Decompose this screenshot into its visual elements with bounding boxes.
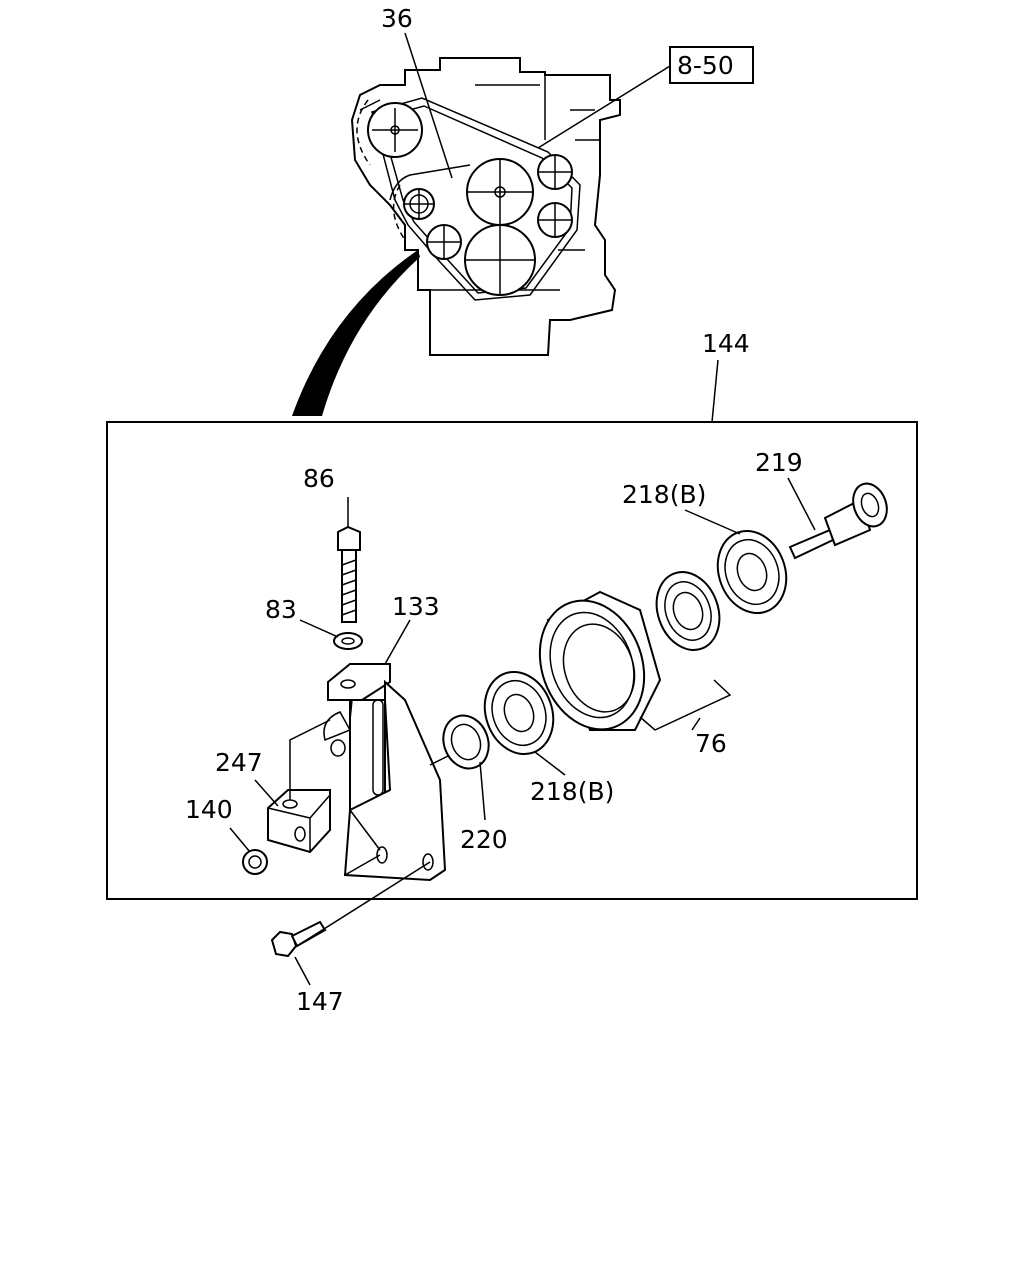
callout-bearing-upper: 218(B) — [622, 480, 706, 509]
ref-box — [669, 46, 754, 84]
pulley-4 — [466, 158, 534, 226]
bracket — [323, 663, 447, 882]
spacer-block — [267, 789, 331, 854]
callout-shaft: 219 — [755, 448, 803, 477]
callout-bolt-short: 147 — [296, 987, 344, 1016]
shaft — [788, 482, 888, 560]
pulley-6 — [537, 154, 573, 190]
callout-belt: 36 — [381, 4, 413, 33]
engine-overview — [350, 57, 621, 356]
flange-nut — [242, 849, 268, 875]
callout-assembly: 144 — [702, 329, 750, 358]
detail-pointer-arrow — [292, 250, 420, 416]
long-bolt — [337, 525, 361, 623]
callout-block: 247 — [215, 748, 263, 777]
collar — [442, 714, 490, 770]
bearing-inner — [655, 571, 721, 651]
belt-outline — [371, 97, 581, 301]
pulley-1 — [367, 102, 423, 158]
washer — [333, 632, 363, 650]
pulley-5 — [464, 224, 536, 296]
detail-frame — [106, 421, 918, 900]
short-bolt — [270, 920, 327, 958]
idler-pulley — [538, 590, 662, 731]
callout-bearing-lower: 218(B) — [530, 777, 614, 806]
callout-ref: 8-50 — [677, 51, 734, 80]
pulley-3 — [426, 224, 462, 260]
callout-bolt-long: 86 — [303, 464, 335, 493]
callout-bracket: 133 — [392, 592, 440, 621]
callout-idler-set: 76 — [695, 729, 727, 758]
callout-nut: 140 — [185, 795, 233, 824]
callout-washer: 83 — [265, 595, 297, 624]
bearing-lower — [483, 670, 555, 756]
pulley-7 — [537, 202, 573, 238]
bearing-upper — [716, 529, 788, 615]
pulley-2 — [403, 188, 435, 220]
callout-collar: 220 — [460, 825, 508, 854]
